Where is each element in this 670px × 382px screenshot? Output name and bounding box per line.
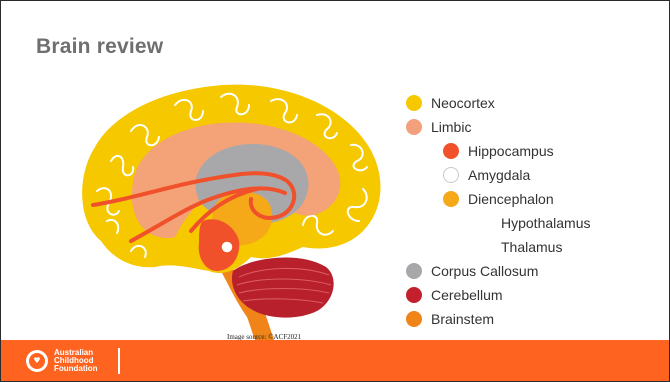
brainstem-circle-icon bbox=[406, 311, 422, 327]
legend-item-amygdala: Amygdala bbox=[443, 165, 530, 185]
corpus-callosum-circle-icon bbox=[406, 263, 422, 279]
legend-label: Cerebellum bbox=[431, 285, 503, 305]
limbic-circle-icon bbox=[406, 119, 422, 135]
legend-item-hypothalamus: Hypothalamus bbox=[501, 213, 591, 233]
legend-item-hippocampus: Hippocampus bbox=[443, 141, 554, 161]
legend-label: Amygdala bbox=[468, 165, 530, 185]
legend-label: Corpus Callosum bbox=[431, 261, 538, 281]
heart-icon: ♥ bbox=[33, 357, 40, 365]
legend-item-cerebellum: Cerebellum bbox=[406, 285, 503, 305]
acf-logo-icon: ♥ bbox=[26, 350, 48, 372]
neocortex-circle-icon bbox=[406, 95, 422, 111]
legend-label: Diencephalon bbox=[468, 189, 554, 209]
legend-label: Hippocampus bbox=[468, 141, 554, 161]
legend-label: Thalamus bbox=[501, 237, 562, 257]
acf-logo-text: Australian Childhood Foundation bbox=[54, 349, 98, 373]
footer-bar: ♥ Australian Childhood Foundation bbox=[1, 340, 669, 381]
legend-item-thalamus: Thalamus bbox=[501, 237, 562, 257]
logo-line: Foundation bbox=[54, 365, 98, 373]
legend-label: Brainstem bbox=[431, 309, 494, 329]
legend-label: Limbic bbox=[431, 117, 471, 137]
legend-item-brainstem: Brainstem bbox=[406, 309, 494, 329]
legend-item-limbic: Limbic bbox=[406, 117, 471, 137]
legend-label: Neocortex bbox=[431, 93, 495, 113]
amygdala-circle-outline-icon bbox=[443, 167, 459, 183]
footer-divider bbox=[118, 348, 120, 374]
cerebellum-circle-icon bbox=[406, 287, 422, 303]
legend-label: Hypothalamus bbox=[501, 213, 591, 233]
legend-item-corpus-callosum: Corpus Callosum bbox=[406, 261, 538, 281]
diencephalon-circle-icon bbox=[443, 191, 459, 207]
legend: Neocortex Limbic Hippocampus Amygdala Di… bbox=[1, 1, 669, 341]
legend-item-diencephalon: Diencephalon bbox=[443, 189, 554, 209]
legend-item-neocortex: Neocortex bbox=[406, 93, 495, 113]
hippocampus-circle-icon bbox=[443, 143, 459, 159]
